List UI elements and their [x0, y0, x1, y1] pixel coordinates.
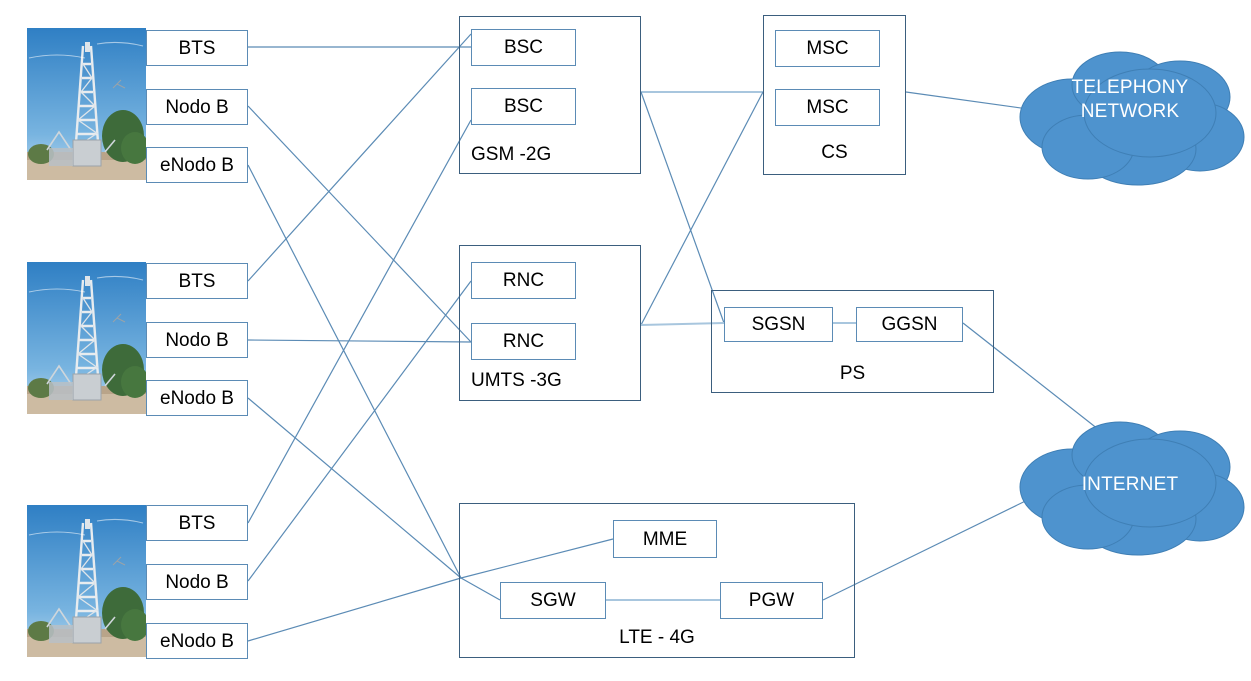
node-bts-top[interactable]: BTS — [146, 30, 248, 66]
group-cs — [763, 15, 906, 175]
node-enodob-bottom[interactable]: eNodo B — [146, 623, 248, 659]
node-nodob-top[interactable]: Nodo B — [146, 89, 248, 125]
element-label: MSC — [806, 97, 849, 118]
group-label-cs: CS — [821, 142, 848, 163]
telephony-network-cloud-label: TELEPHONY NETWORK — [1071, 77, 1189, 122]
link-gsm-ps — [640, 91, 725, 324]
element-label: MME — [642, 528, 688, 550]
group-label-gsm: GSM -2G — [471, 144, 552, 165]
element-bsc-1[interactable]: BSC — [471, 29, 576, 66]
element-label: BSC — [503, 37, 544, 58]
group-label-lte: LTE - 4G — [619, 627, 695, 648]
cell-tower-photo-middle — [27, 262, 146, 414]
group-label-umts: UMTS -3G — [471, 370, 562, 391]
element-ggsn[interactable]: GGSN — [856, 307, 963, 342]
group-ps — [711, 290, 994, 393]
group-lte-4g — [459, 503, 855, 658]
element-label: RNC — [502, 331, 545, 352]
link-bts2-bsc — [247, 33, 472, 282]
node-enodob-middle[interactable]: eNodo B — [146, 380, 248, 416]
group-gsm-2g — [459, 16, 641, 174]
node-label: eNodo B — [160, 387, 234, 409]
node-enodob-top[interactable]: eNodo B — [146, 147, 248, 183]
group-label-ps: PS — [839, 363, 866, 384]
node-label: Nodo B — [165, 96, 229, 118]
element-sgsn[interactable]: SGSN — [724, 307, 833, 342]
node-label: BTS — [178, 270, 216, 292]
internet-cloud — [1019, 421, 1245, 556]
cell-tower-photo-top — [27, 28, 146, 180]
link-bts3-bsc — [247, 119, 472, 524]
node-label: eNodo B — [160, 154, 234, 176]
node-label: BTS — [178, 512, 216, 534]
node-label: Nodo B — [165, 571, 229, 593]
node-nodob-bottom[interactable]: Nodo B — [146, 564, 248, 600]
link-enodob2-lte — [247, 397, 462, 579]
node-nodob-middle[interactable]: Nodo B — [146, 322, 248, 358]
element-mme[interactable]: MME — [613, 520, 717, 558]
node-bts-bottom[interactable]: BTS — [146, 505, 248, 541]
element-rnc-2[interactable]: RNC — [471, 323, 576, 360]
link-enodob1-lte — [247, 164, 462, 579]
link-nodob1-rnc — [247, 105, 472, 343]
cell-tower-photo-bottom — [27, 505, 146, 657]
node-label: eNodo B — [160, 630, 234, 652]
node-label: BTS — [178, 37, 216, 59]
element-label: GGSN — [881, 314, 938, 335]
element-label: RNC — [502, 270, 545, 291]
element-bsc-2[interactable]: BSC — [471, 88, 576, 125]
element-rnc-1[interactable]: RNC — [471, 262, 576, 299]
element-label: PGW — [748, 590, 795, 611]
link-nodob2-rnc — [247, 339, 472, 343]
element-label: SGSN — [751, 314, 806, 335]
node-bts-middle[interactable]: BTS — [146, 263, 248, 299]
element-sgw[interactable]: SGW — [500, 582, 606, 619]
link-enodob3-lte — [247, 577, 462, 642]
element-label: MSC — [806, 38, 849, 59]
element-pgw[interactable]: PGW — [720, 582, 823, 619]
link-nodob3-rnc — [247, 280, 472, 582]
element-msc-2[interactable]: MSC — [775, 89, 880, 126]
element-label: SGW — [530, 590, 576, 611]
telephony-network-cloud — [1019, 51, 1245, 186]
element-msc-1[interactable]: MSC — [775, 30, 880, 67]
element-label: BSC — [503, 96, 544, 117]
internet-cloud-label: INTERNET — [1081, 474, 1179, 495]
group-umts-3g — [459, 245, 641, 401]
node-label: Nodo B — [165, 329, 229, 351]
